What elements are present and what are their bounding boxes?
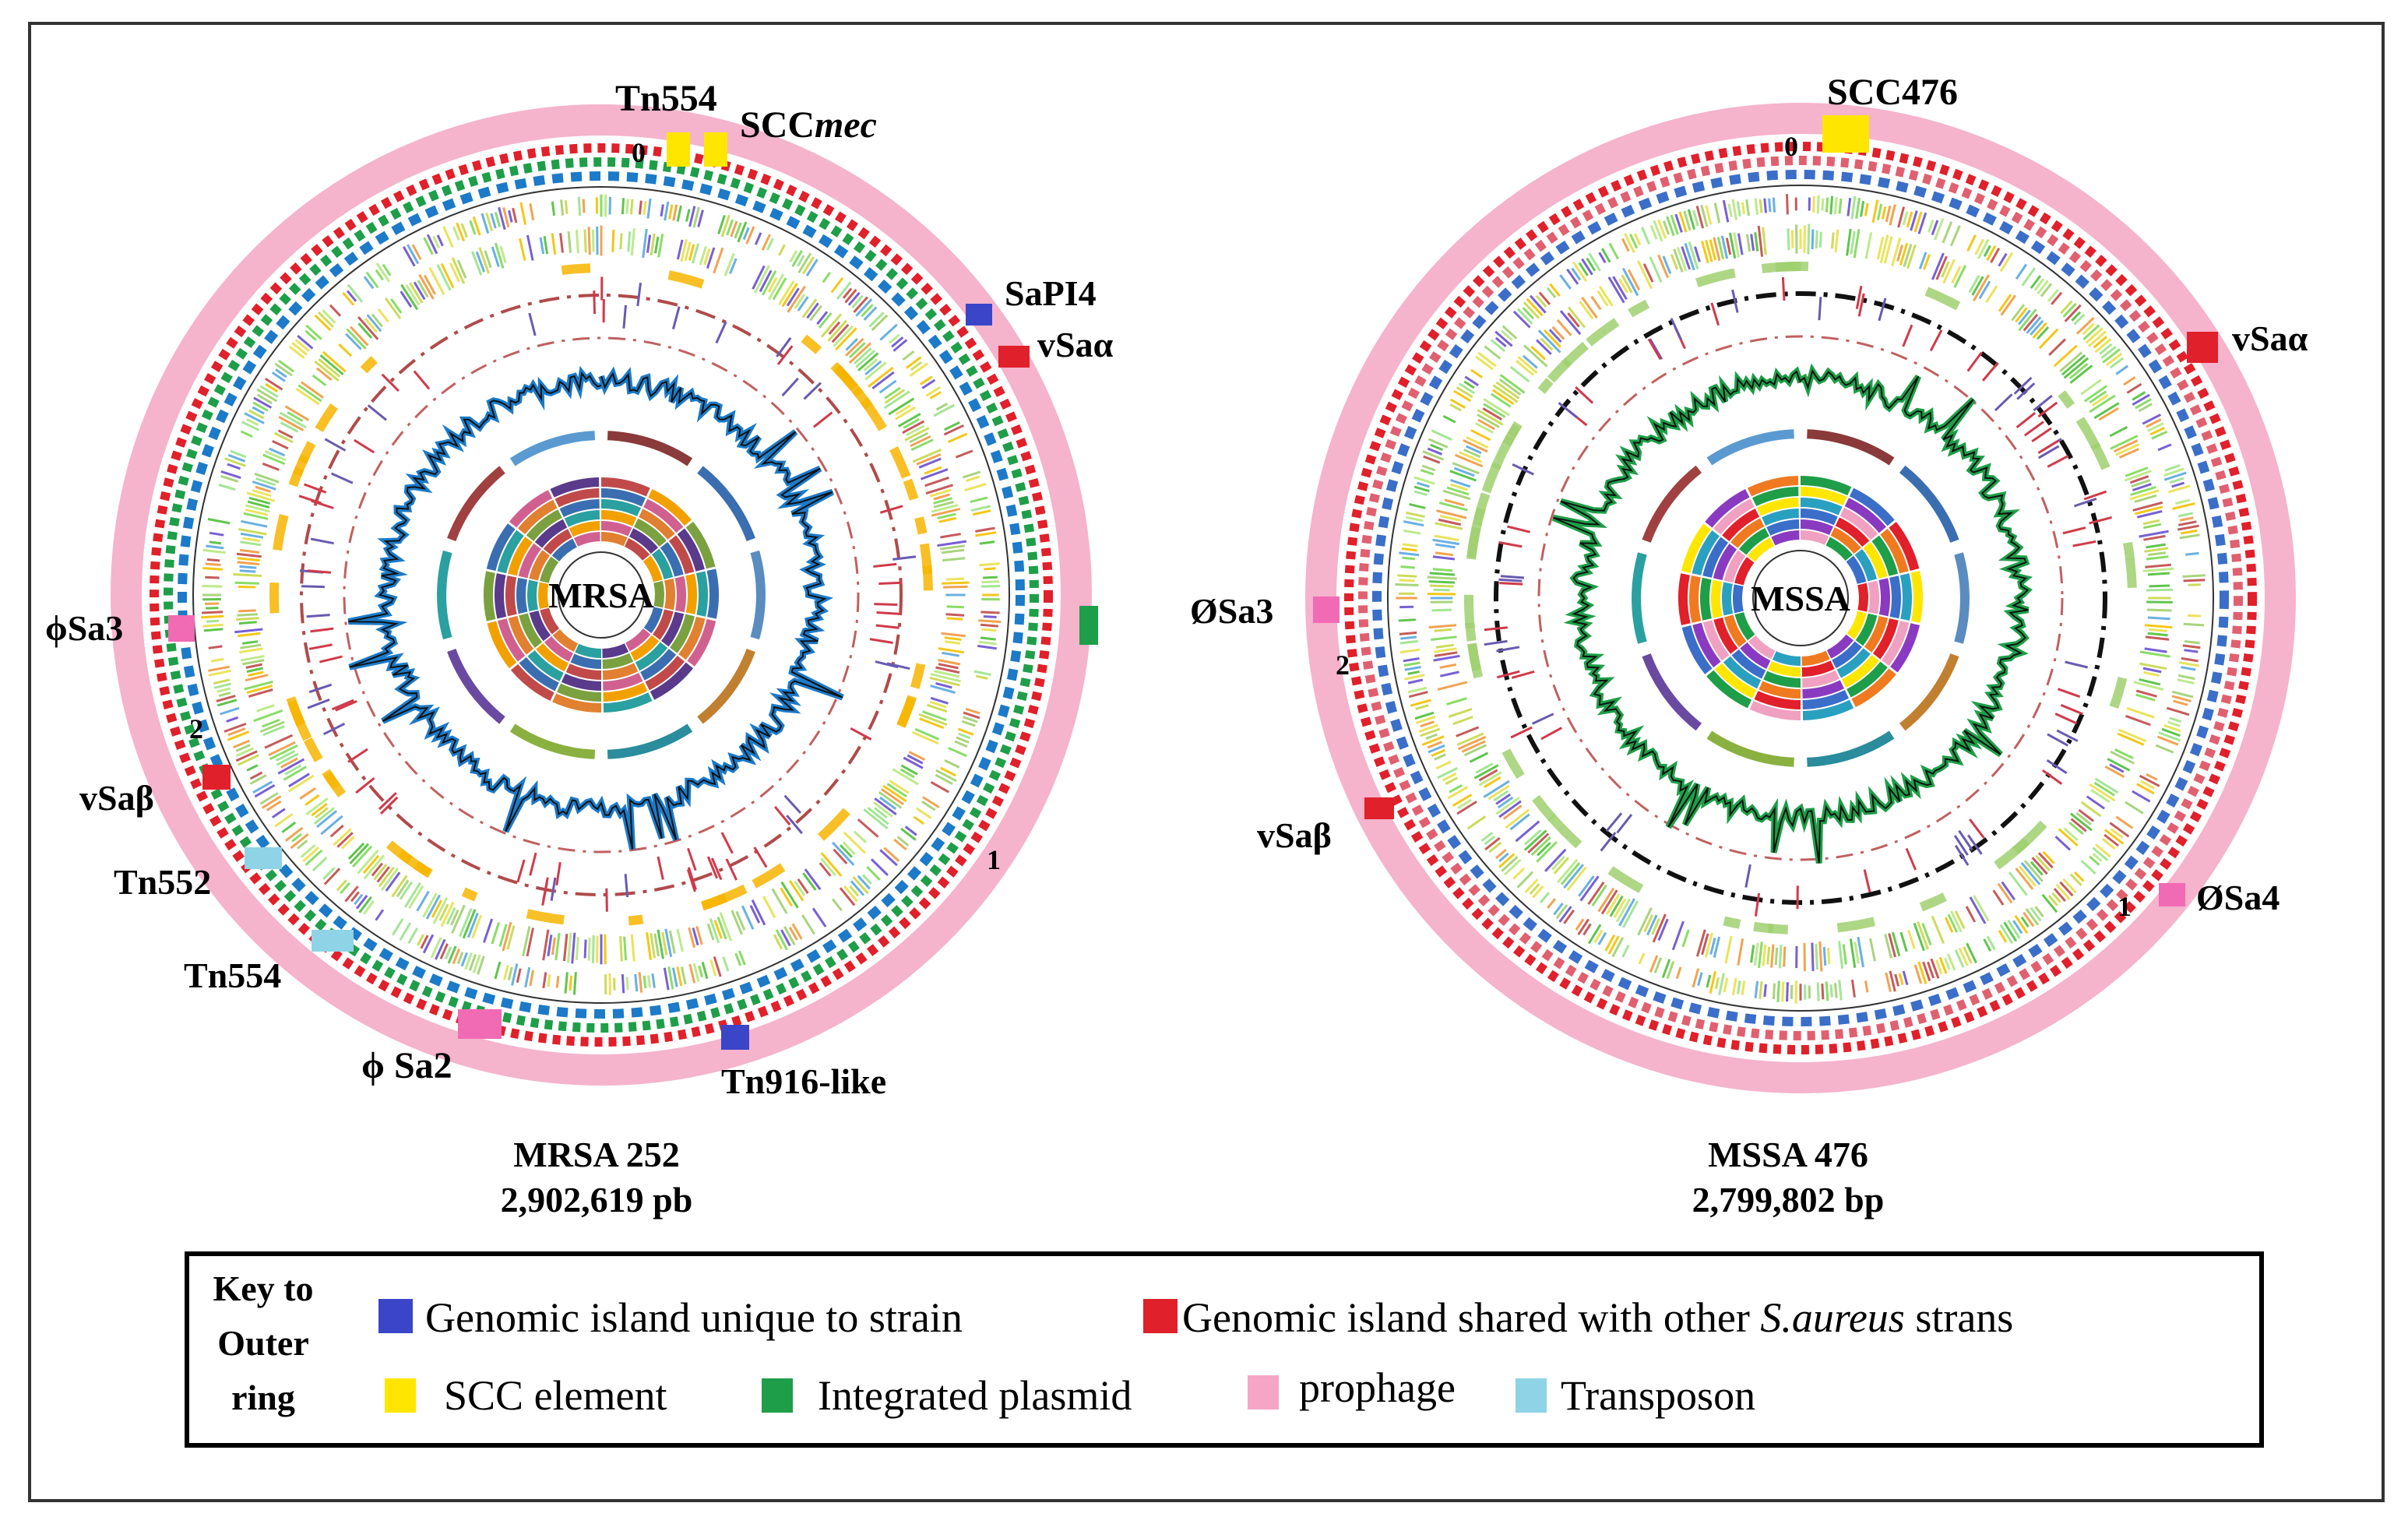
segment-arc <box>447 648 505 724</box>
legend-label-plasmid: Integrated plasmid <box>818 1372 1132 1419</box>
segment-arc <box>509 723 596 759</box>
legend-title-line-2: Outer <box>217 1323 309 1363</box>
legend-frame <box>185 1251 2264 1448</box>
outer-ring <box>111 104 1092 1086</box>
legend-label-transposon: Transposon <box>1561 1372 1755 1419</box>
mrsa-axis-mark-1: 1 <box>987 844 1001 875</box>
mssa-marker-vsa-beta <box>1364 797 1394 819</box>
mrsa-marker-vsa-beta <box>202 765 231 790</box>
mrsa-marker-phisa2 <box>458 1009 502 1039</box>
mrsa-name: MRSA 252 <box>513 1135 679 1174</box>
cds-ring-forward <box>1344 142 2257 1054</box>
mssa-label-vsa-beta: vSaβ <box>1257 815 1332 855</box>
segment-arc <box>607 431 693 466</box>
cds-ring-blue <box>178 171 1025 1019</box>
mrsa-genome-map <box>111 104 1092 1086</box>
mssa-marker-osa3 <box>1313 597 1340 623</box>
legend-title-line-1: Key to <box>213 1269 313 1308</box>
legend-swatch-island-unique <box>378 1299 413 1333</box>
mrsa-marker-tn916 <box>721 1025 749 1050</box>
legend-swatch-transposon <box>1516 1378 1547 1413</box>
legend-label-island-unique: Genomic island unique to strain <box>425 1294 963 1341</box>
segment-arc <box>509 431 596 466</box>
mssa-label-osa4: ØSa4 <box>2196 878 2280 917</box>
mrsa-label-vsa-alpha: vSaα <box>1037 325 1114 364</box>
mrsa-marker-sccmec <box>704 132 727 167</box>
mrsa-label-tn552: Tn552 <box>114 862 211 902</box>
mrsa-marker-tn554-tp <box>312 930 354 952</box>
center-disc <box>558 551 645 639</box>
dashdot-ring <box>300 294 903 896</box>
segment-arc <box>1642 653 1702 731</box>
mssa-marker-osa4 <box>2159 883 2185 906</box>
mrsa-label-tn554-top: Tn554 <box>615 78 717 119</box>
mrsa-label-tn916: Tn916-like <box>721 1061 886 1101</box>
mrsa-label-sccmec: SCCmec <box>740 104 877 146</box>
segment-arc <box>1954 552 1970 644</box>
segment-arc <box>1899 465 1959 543</box>
segment-arc <box>1706 429 1794 466</box>
mrsa-marker-vsa-alpha <box>998 346 1030 368</box>
mrsa-size: 2,902,619 pb <box>501 1180 693 1220</box>
cds-ring-reverse <box>1358 156 2243 1040</box>
dashdot-ring <box>1494 291 2107 905</box>
mssa-axis-mark-2: 2 <box>1336 649 1350 681</box>
mrsa-center-label: MRSA <box>548 575 653 615</box>
legend-swatch-plasmid <box>762 1378 793 1413</box>
legend-swatch-island-shared <box>1143 1299 1178 1333</box>
legend-title-line-3: ring <box>231 1378 295 1417</box>
cds-ring-forward <box>150 143 1053 1047</box>
mrsa-marker-tn554-scc <box>667 132 690 167</box>
segment-arc <box>697 648 755 724</box>
mrsa-label-vsa-beta: vSaβ <box>79 778 154 818</box>
center-disc <box>1752 550 1849 646</box>
segment-arc <box>1706 730 1794 767</box>
legend-swatch-prophage <box>1248 1375 1279 1410</box>
segment-arc <box>437 550 452 640</box>
mssa-name: MSSA 476 <box>1708 1135 1868 1174</box>
mrsa-marker-plasmid <box>1079 606 1098 645</box>
mssa-marker-vsa-alpha <box>2187 332 2218 363</box>
segment-arc <box>1642 465 1702 543</box>
legend-swatch-scc <box>385 1378 416 1413</box>
mrsa-marker-sapi4 <box>966 304 992 326</box>
mssa-center-label: MSSA <box>1751 579 1850 618</box>
mrsa-marker-tn552 <box>245 847 282 869</box>
segment-arc <box>607 723 693 759</box>
mrsa-axis-mark-0: 0 <box>632 137 646 168</box>
rna-ring <box>343 336 860 854</box>
mssa-genome-map <box>1305 103 2296 1093</box>
segment-arc <box>447 466 505 542</box>
mrsa-marker-phisa3 <box>168 615 195 642</box>
ring-separator <box>192 186 1010 1004</box>
rna-ring <box>1537 335 2064 861</box>
mssa-axis-mark-0: 0 <box>1784 131 1798 162</box>
mrsa-label-tn554-tp: Tn554 <box>184 956 281 995</box>
mrsa-axis-mark-2: 2 <box>189 713 203 744</box>
mrsa-label-sapi4: SaPI4 <box>1005 273 1097 313</box>
segment-arc <box>1807 429 1895 466</box>
segment-arc <box>697 466 755 542</box>
figure-border <box>28 22 2385 1502</box>
segment-arc <box>1899 653 1959 731</box>
segment-arc <box>750 550 766 640</box>
mssa-label-vsa-alpha: vSaα <box>2232 319 2308 358</box>
mrsa-label-phisa3: ϕSa3 <box>45 608 123 648</box>
segment-arc <box>1632 552 1647 644</box>
segment-arc <box>1807 730 1895 767</box>
mssa-label-osa3: ØSa3 <box>1190 591 1273 631</box>
mssa-size: 2,799,802 bp <box>1692 1180 1885 1220</box>
mssa-axis-mark-1: 1 <box>2118 891 2132 922</box>
mrsa-label-phisa2: ϕ Sa2 <box>361 1045 452 1086</box>
mssa-marker-scc476 <box>1822 115 1869 153</box>
cds-ring-reverse <box>164 157 1039 1033</box>
ring-separator <box>1387 185 2214 1012</box>
cds-ring-blue <box>1372 170 2229 1026</box>
legend-label-prophage: prophage <box>1299 1364 1456 1411</box>
legend-box: Key to Outer ring Genomic island unique … <box>185 1251 2264 1448</box>
mssa-label-scc476: SCC476 <box>1827 72 1958 113</box>
legend-label-island-shared: Genomic island shared with other S.aureu… <box>1182 1294 2013 1341</box>
legend-label-scc: SCC element <box>444 1372 667 1419</box>
